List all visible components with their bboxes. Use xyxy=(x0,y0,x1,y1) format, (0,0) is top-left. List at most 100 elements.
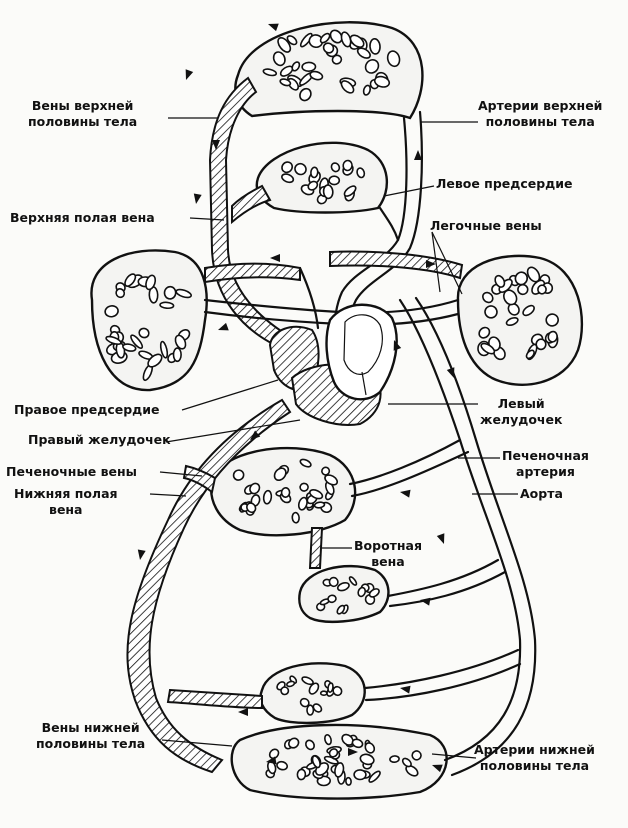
capillary-cell xyxy=(327,594,337,604)
capillary-cell xyxy=(330,162,341,173)
capillary-cell xyxy=(299,32,313,48)
capillary-cell xyxy=(273,467,287,482)
flow-arrow xyxy=(266,756,277,765)
flow-arrow xyxy=(238,708,248,716)
capillary-cell xyxy=(324,474,339,486)
capillary-cell xyxy=(312,703,323,713)
capillary-cell xyxy=(232,469,245,481)
capillary-cell xyxy=(145,274,157,291)
capillary-cell xyxy=(159,301,175,310)
capillary-cell xyxy=(299,87,312,102)
liver xyxy=(209,446,357,537)
capillary-cell xyxy=(321,466,331,476)
capillary-cell xyxy=(280,686,290,696)
left-heart-shape xyxy=(325,303,398,401)
capillary-cell xyxy=(319,32,331,44)
capillary-cell xyxy=(299,458,312,468)
capillary-cell xyxy=(322,42,335,54)
flow-arrow xyxy=(193,193,202,204)
label-arteries-upper: Артерии верхней половины тела xyxy=(478,98,603,129)
label-superior-vena-cava: Верхняя полая вена xyxy=(10,210,155,225)
flow-arrow xyxy=(446,367,455,378)
capillary-cell xyxy=(368,770,381,783)
capillary-cell xyxy=(478,326,491,339)
capillary-cell xyxy=(268,748,280,760)
head-capillary-bed xyxy=(255,141,389,214)
label-left-atrium: Левое предсердие xyxy=(436,176,573,191)
capillary-cell xyxy=(373,75,391,88)
capillary-cell xyxy=(348,576,358,586)
capillary-cell xyxy=(345,776,352,786)
capillary-cell xyxy=(480,342,496,355)
label-left-ventricle: Левый желудочек xyxy=(480,396,563,427)
capillary-cell xyxy=(324,734,332,746)
capillary-cell xyxy=(249,482,261,495)
capillary-cell xyxy=(342,159,353,172)
capillary-cell xyxy=(522,304,535,317)
capillary-cell xyxy=(279,78,292,87)
capillary-cell xyxy=(349,34,365,48)
capillary-cell xyxy=(299,482,309,492)
intestine xyxy=(298,564,390,623)
capillary-cell xyxy=(332,685,343,697)
capillary-cell xyxy=(287,77,300,91)
capillary-cell xyxy=(547,330,558,343)
capillary-cell xyxy=(272,51,286,67)
flow-arrow xyxy=(393,340,402,351)
capillary-cell xyxy=(309,489,324,500)
capillary-cell xyxy=(411,750,422,761)
flow-arrow xyxy=(414,150,422,160)
capillary-cell xyxy=(262,68,278,77)
label-veins-upper: Вены верхней половины тела xyxy=(28,98,138,129)
flow-arrow xyxy=(348,748,358,756)
capillary-cell xyxy=(328,748,339,758)
flow-arrows xyxy=(137,23,455,773)
capillary-cell xyxy=(343,185,357,197)
capillary-cell xyxy=(163,285,177,300)
capillary-cell xyxy=(356,167,366,179)
label-right-atrium: Правое предсердие xyxy=(14,402,160,417)
capillary-cell xyxy=(288,737,300,749)
capillary-cell xyxy=(336,582,350,592)
capillary-cell xyxy=(306,704,315,716)
capillary-cell xyxy=(322,184,334,200)
label-portal-vein: Воротная вена xyxy=(354,538,422,569)
capillary-cell xyxy=(328,576,339,588)
capillary-cell xyxy=(494,274,506,288)
capillary-cell xyxy=(364,59,380,74)
capillary-cell xyxy=(286,680,296,688)
left-lung xyxy=(456,254,584,386)
capillary-cell xyxy=(104,305,119,318)
label-hepatic-artery: Печеночная артерия xyxy=(502,448,589,479)
capillary-cell xyxy=(124,273,137,287)
capillary-cell xyxy=(174,334,187,350)
capillary-cell xyxy=(545,313,559,327)
capillary-cell xyxy=(159,340,169,359)
capillary-cell xyxy=(484,305,498,319)
capillary-cell xyxy=(514,271,529,286)
capillary-cell xyxy=(535,338,547,351)
capillary-cell xyxy=(328,175,341,186)
capillary-cell xyxy=(517,283,529,296)
right-lung xyxy=(90,249,208,392)
capillary-cell xyxy=(319,690,328,697)
capillary-cell xyxy=(281,173,295,184)
capillary-cell xyxy=(401,757,412,768)
capillary-cell xyxy=(138,327,150,339)
capillary-cell xyxy=(356,47,371,59)
capillary-cell xyxy=(296,768,307,781)
capillary-cell xyxy=(329,29,343,44)
capillary-cell xyxy=(301,61,317,73)
capillary-cell xyxy=(122,343,137,352)
capillary-cell xyxy=(368,588,380,598)
capillary-cell xyxy=(389,755,400,764)
capillary-cell xyxy=(364,742,376,754)
capillary-cell xyxy=(309,70,324,81)
capillary-cell xyxy=(353,769,367,781)
leader-lines xyxy=(149,117,518,759)
flow-arrow xyxy=(432,764,443,773)
capillary-cell xyxy=(286,35,298,46)
capillary-cell xyxy=(310,166,319,179)
